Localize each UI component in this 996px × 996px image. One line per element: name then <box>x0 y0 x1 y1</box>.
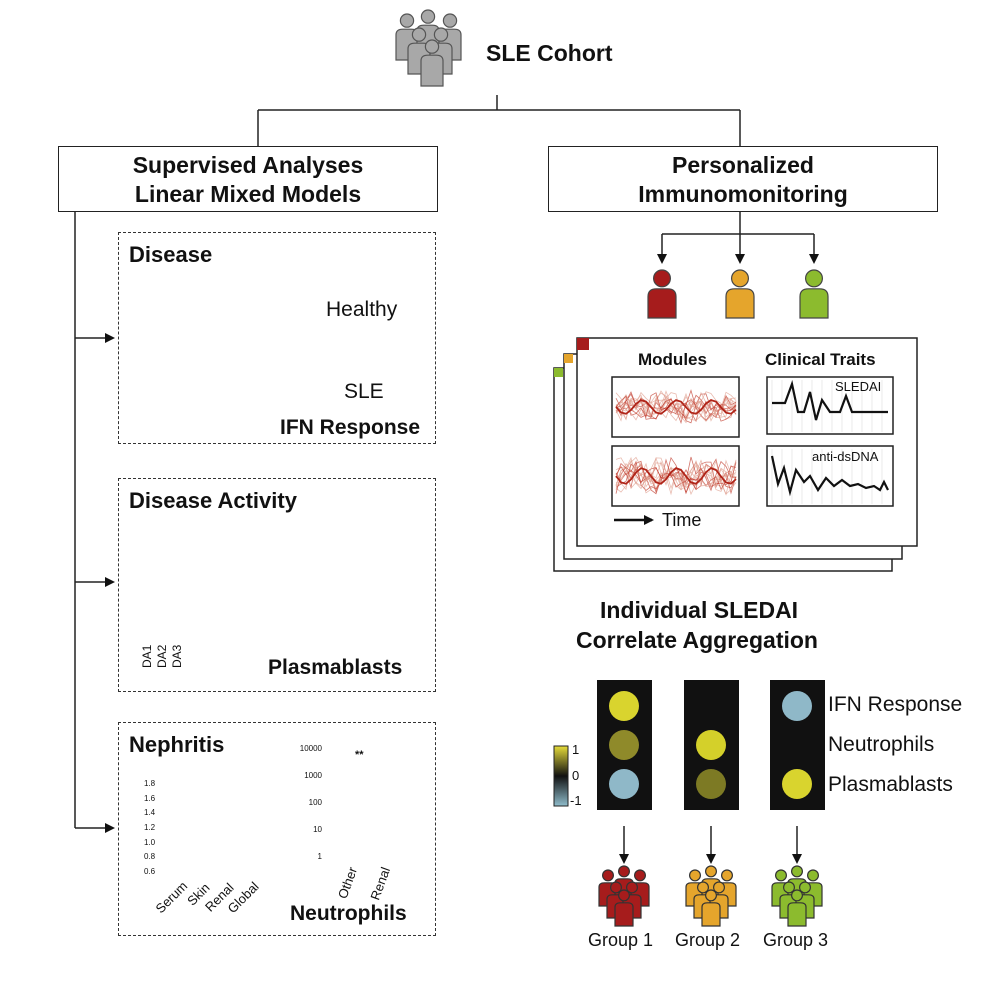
g2-neut-dot <box>696 730 726 760</box>
people-group-icon <box>395 9 462 87</box>
line-chart-y-tick: 0.6 <box>144 867 156 876</box>
boxplot-y-tick: 100 <box>308 798 322 807</box>
healthy-label: Healthy <box>326 298 398 321</box>
sle-label: SLE <box>344 380 384 403</box>
group-member-icon <box>787 889 807 927</box>
group1-label: Group 1 <box>588 930 654 950</box>
boxplot-y-tick: 1 <box>317 852 322 861</box>
time-label: Time <box>662 510 702 530</box>
g1-ifn-dot <box>609 691 639 721</box>
row-label-plasmablasts: Plasmablasts <box>828 773 953 796</box>
group2-label: Group 2 <box>675 930 741 950</box>
tree-connectors <box>257 95 741 146</box>
person-icon <box>407 27 431 75</box>
nephritis-panel <box>118 722 436 936</box>
aggregation-title-line1: Individual SLEDAI <box>600 597 799 623</box>
supervised-analyses-box: Supervised Analyses Linear Mixed Models <box>58 146 438 212</box>
line-chart-y-tick: 1.4 <box>144 808 156 818</box>
line-chart-y-tick: 1.0 <box>144 837 156 847</box>
g3-plasma-dot <box>782 769 812 799</box>
plasmablasts-caption: Plasmablasts <box>268 656 403 679</box>
disease-panel <box>118 232 436 444</box>
person-icon <box>420 39 444 87</box>
neutrophils-caption: Neutrophils <box>290 902 407 925</box>
clinical-traits-title: Clinical Traits <box>765 350 876 369</box>
patient-icons <box>647 269 829 319</box>
cohort-title: SLE Cohort <box>486 40 613 66</box>
patient-icon <box>799 269 829 319</box>
disease-activity-title: Disease Activity <box>129 488 297 513</box>
aggregation-matrix <box>553 680 825 810</box>
g3-ifn-dot <box>782 691 812 721</box>
immunomonitoring-box: Personalized Immunomonitoring <box>548 146 938 212</box>
ifn-response-caption: IFN Response <box>280 416 421 439</box>
disease-activity-panel <box>118 478 436 692</box>
scale-label-low: -1 <box>570 793 582 808</box>
g1-plasma-dot <box>609 769 639 799</box>
scale-label-high: 1 <box>572 742 580 757</box>
group3-label: Group 3 <box>763 930 829 950</box>
line-chart-y-tick: 1.6 <box>144 793 156 803</box>
left-box-line1: Supervised Analyses <box>132 152 364 178</box>
monitoring-cards <box>553 337 918 572</box>
right-box-line1: Personalized <box>672 152 814 178</box>
right-box-line2: Immunomonitoring <box>638 181 848 207</box>
color-scale-bar <box>553 745 569 807</box>
da1-label: DA1 <box>140 644 154 668</box>
group-member-icon <box>614 889 634 927</box>
sledai-label: SLEDAI <box>835 379 882 394</box>
da3-label: DA3 <box>170 644 184 668</box>
aggregation-title-line2: Correlate Aggregation <box>576 627 818 653</box>
line-chart-y-tick: 1.8 <box>144 779 156 788</box>
group-arrows <box>619 826 802 864</box>
group-icons <box>598 865 823 927</box>
disease-title: Disease <box>129 242 213 267</box>
nephritis-title: Nephritis <box>129 732 225 757</box>
boxplot-y-tick: 10 <box>313 825 322 834</box>
left-spine <box>74 212 115 833</box>
g2-plasma-dot <box>696 769 726 799</box>
significance-marker: ** <box>355 749 364 761</box>
row-label-ifn: IFN Response <box>828 693 963 716</box>
left-box-line2: Linear Mixed Models <box>134 181 362 207</box>
row-label-neutrophils: Neutrophils <box>828 733 935 756</box>
modules-title: Modules <box>638 350 707 369</box>
line-chart-y-tick: 0.8 <box>144 852 156 862</box>
group-member-icon <box>701 889 721 927</box>
anti-dsdna-label: anti-dsDNA <box>812 449 879 464</box>
patient-branch <box>657 212 819 264</box>
patient-icon <box>725 269 755 319</box>
boxplot-y-tick: 1000 <box>304 771 322 780</box>
line-chart-y-tick: 1.2 <box>144 823 156 832</box>
boxplot-y-tick: 10000 <box>299 744 322 753</box>
g1-neut-dot <box>609 730 639 760</box>
scale-label-mid: 0 <box>572 768 580 783</box>
patient-icon <box>647 269 677 319</box>
da2-label: DA2 <box>155 644 169 668</box>
